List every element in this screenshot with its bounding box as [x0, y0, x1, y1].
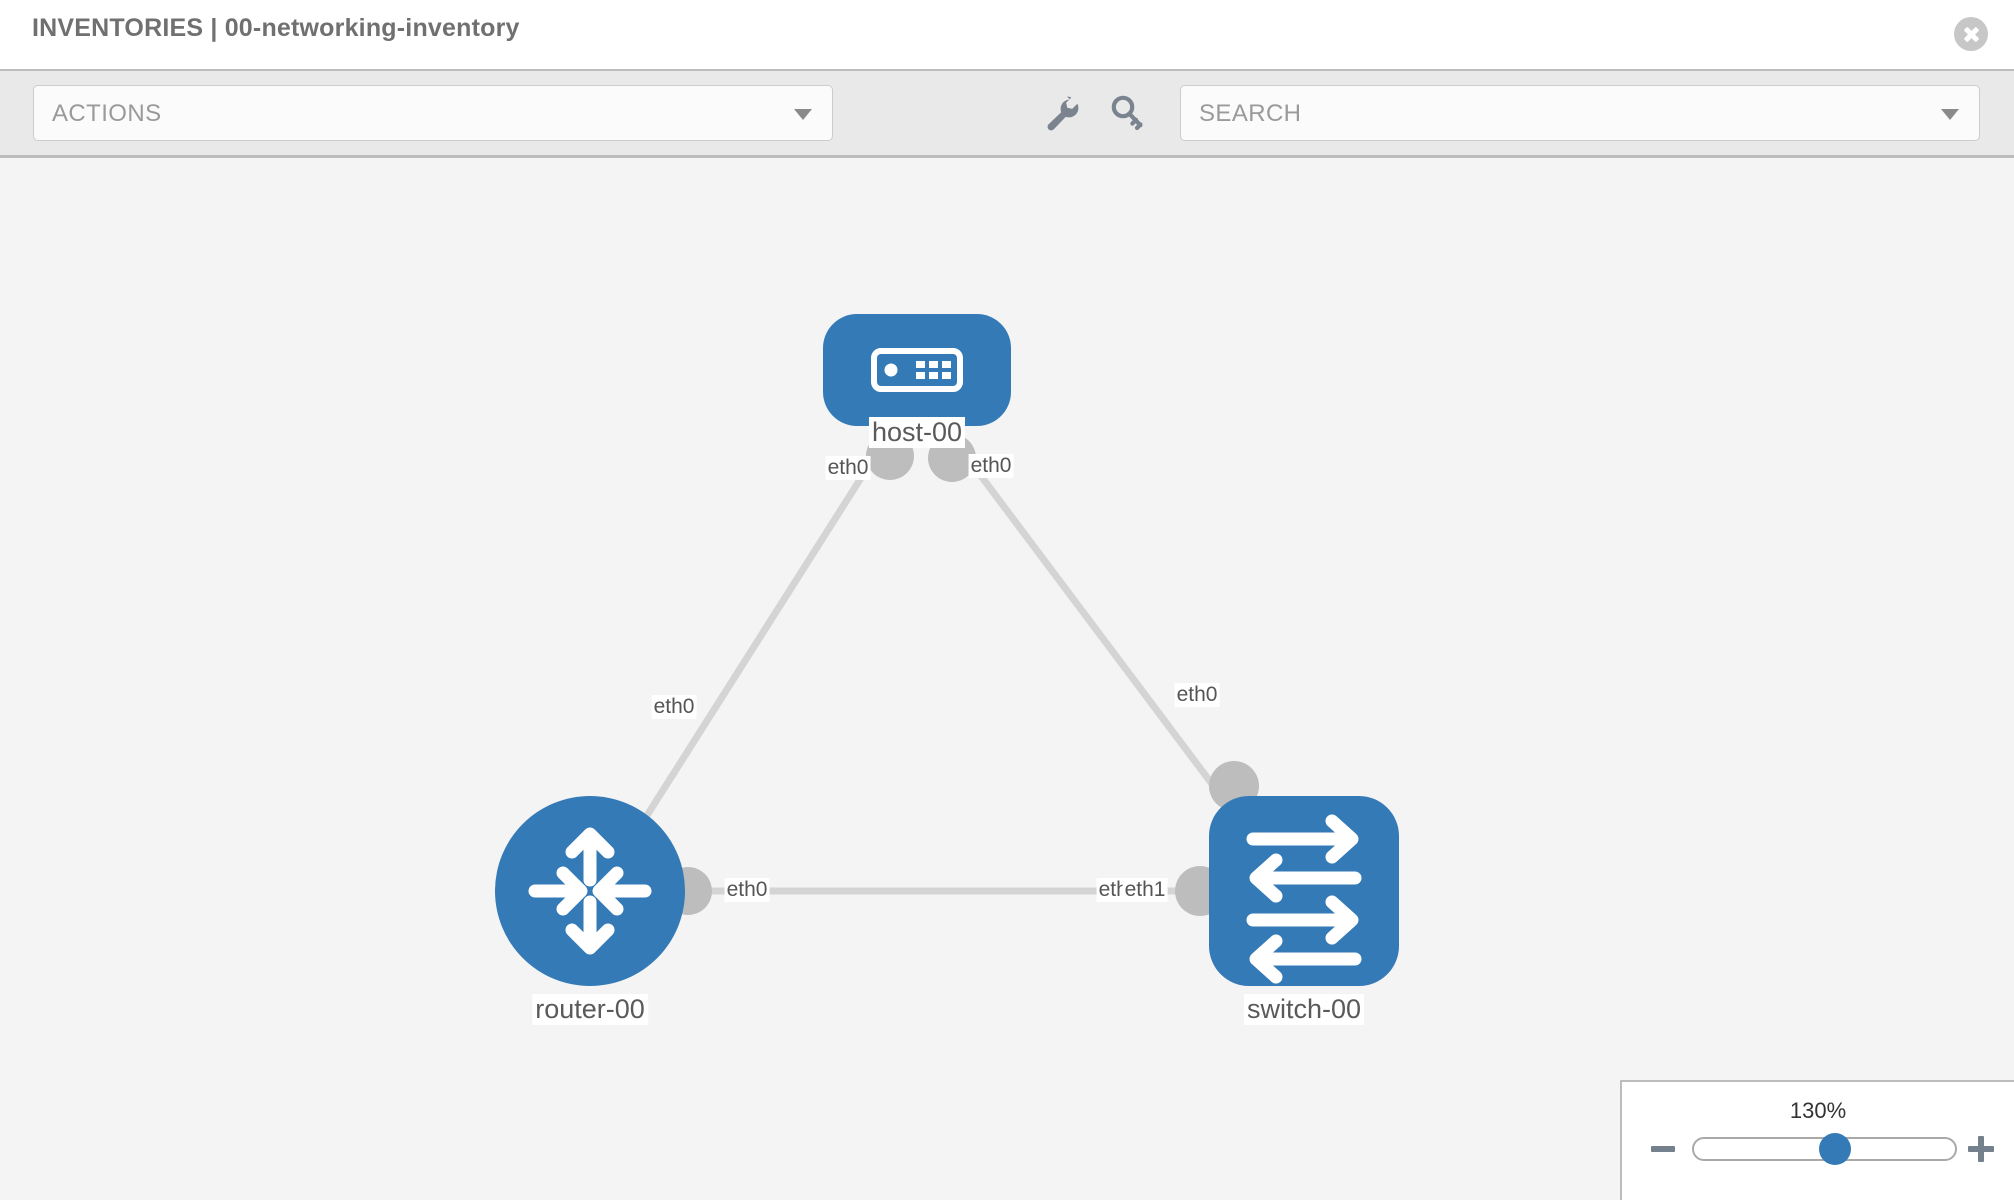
page-header: INVENTORIES | 00-networking-inventory	[0, 0, 2014, 69]
zoom-slider-thumb[interactable]	[1818, 1133, 1851, 1165]
search-input[interactable]: SEARCH	[1180, 85, 1980, 141]
zoom-out-button[interactable]	[1648, 1134, 1678, 1164]
edge-label-host-eth0-right: eth0	[968, 454, 1014, 478]
node-label-host-00: host-00	[868, 417, 966, 448]
topology-canvas[interactable]: host-00 router-00 switch-00 eth0 eth0 et…	[0, 158, 2014, 1200]
toolbar: ACTIONS SEARCH	[0, 69, 2014, 158]
zoom-slider-track[interactable]	[1692, 1133, 1957, 1165]
edge-label-host-eth0-left: eth0	[825, 456, 871, 480]
edge-label-router-eth0-up: eth0	[651, 695, 697, 719]
topology-edges	[617, 445, 1263, 895]
zoom-control-panel: 130%	[1620, 1080, 2014, 1200]
edge-label-switch-eth1: eth1	[1122, 878, 1168, 902]
search-chevron-down-icon[interactable]	[1941, 109, 1959, 120]
chevron-down-icon	[794, 109, 812, 120]
edge-host-router[interactable]	[617, 446, 883, 860]
server-icon	[871, 348, 963, 392]
close-icon[interactable]	[1954, 17, 1988, 51]
zoom-level-value: 130%	[1789, 1098, 1847, 1123]
page-title: INVENTORIES | 00-networking-inventory	[32, 14, 520, 42]
topology-graph	[495, 314, 1399, 986]
actions-dropdown-label: ACTIONS	[52, 100, 162, 127]
topology-ports	[664, 432, 1259, 916]
router-arrows-icon	[528, 827, 652, 955]
edge-label-switch-eth0-up: eth0	[1174, 683, 1220, 707]
zoom-in-button[interactable]	[1966, 1134, 1996, 1164]
switch-arrows-icon	[1246, 814, 1362, 984]
wrench-icon[interactable]	[1039, 91, 1083, 135]
actions-dropdown[interactable]: ACTIONS	[33, 85, 833, 141]
node-router-00[interactable]	[495, 796, 685, 986]
node-host-00[interactable]	[823, 314, 1011, 426]
node-label-switch-00: switch-00	[1243, 994, 1365, 1025]
search-placeholder: SEARCH	[1199, 100, 1302, 127]
node-switch-00[interactable]	[1209, 796, 1399, 986]
edge-label-router-eth0: eth0	[724, 878, 770, 902]
key-icon[interactable]	[1105, 91, 1149, 135]
node-label-router-00: router-00	[532, 994, 648, 1025]
